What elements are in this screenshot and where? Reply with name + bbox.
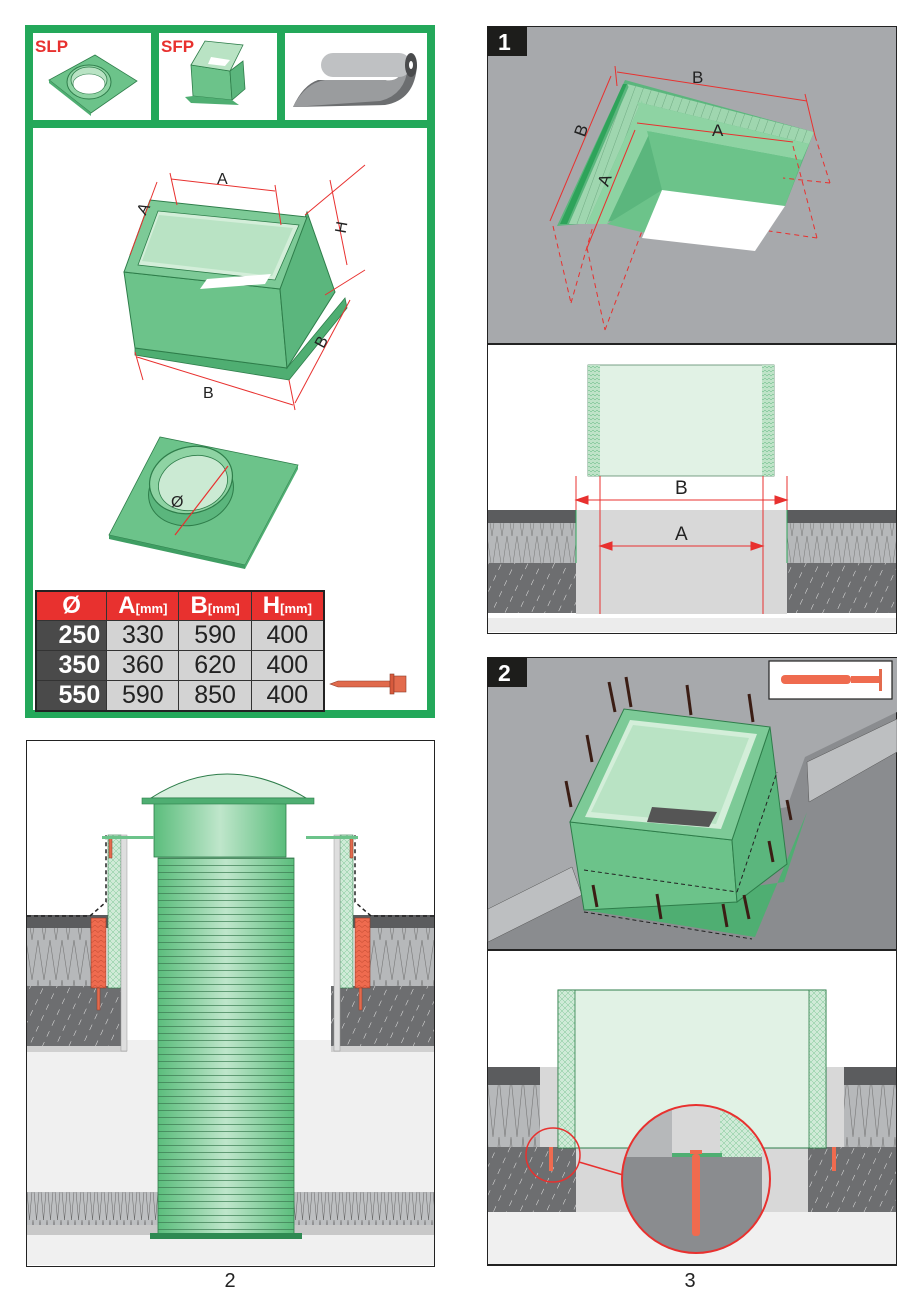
page-number-left: 2: [224, 1270, 236, 1292]
dowel-glyph: [781, 669, 882, 691]
cell-diameter: 250: [35, 620, 108, 651]
dim-H: H: [333, 220, 352, 234]
sfp-label: SFP: [161, 37, 194, 56]
slp-dimensioned-drawing: Ø: [108, 436, 299, 569]
cell-diameter: 350: [35, 650, 108, 681]
table-row: 550 590 850 400: [35, 680, 325, 712]
header-diameter: Ø: [35, 590, 108, 621]
page-number-right: 3: [684, 1270, 696, 1292]
table-row: 250 330 590 400: [35, 620, 325, 651]
step1-label-inner-top: A: [712, 121, 724, 140]
step1-number: 1: [498, 29, 511, 55]
cell-H: 400: [250, 650, 325, 681]
header-B: B[mm]: [178, 590, 252, 621]
step2-graphic: 2: [487, 657, 897, 1266]
detail-callout-large: [621, 1104, 771, 1254]
step2-badge: [487, 657, 527, 687]
step1-graphic: B B A A 1: [487, 26, 897, 634]
step1-badge: [487, 26, 527, 56]
dim-B-front: B: [203, 385, 214, 402]
step1-section-label-B: B: [675, 478, 688, 499]
step1-panel: B B A A 1: [487, 26, 897, 634]
table-header-row: Ø A[mm] B[mm] H[mm]: [35, 590, 325, 621]
step2-panel: 2: [487, 657, 897, 1267]
cell-H: 400: [250, 620, 325, 651]
cell-B: 620: [178, 650, 252, 681]
sfp-dimensioned-drawing: A A H B B: [123, 164, 366, 411]
cell-H: 400: [250, 680, 325, 712]
cell-B: 850: [178, 680, 252, 712]
header-H: H[mm]: [250, 590, 325, 621]
cell-A: 330: [106, 620, 180, 651]
tube-section-graphic: [26, 740, 435, 1267]
table-row: 350 360 620 400: [35, 650, 325, 681]
cell-A: 360: [106, 650, 180, 681]
step1-section-label-A: A: [675, 524, 688, 545]
self-drilling-screw-icon: [329, 673, 407, 695]
cell-B: 590: [178, 620, 252, 651]
step1-label-outer-top: B: [692, 68, 703, 87]
dimension-table: Ø A[mm] B[mm] H[mm] 250 330 590 400 350 …: [35, 590, 325, 712]
header-A: A[mm]: [106, 590, 180, 621]
cell-A: 590: [106, 680, 180, 712]
tube-section-panel: [26, 740, 435, 1267]
step2-number: 2: [498, 660, 511, 686]
membrane-roll-icon: [293, 53, 417, 107]
cell-diameter: 550: [35, 680, 108, 712]
slp-label: SLP: [35, 37, 68, 56]
slp-collar-flange-icon: [48, 54, 138, 116]
dim-A-top: A: [217, 171, 228, 188]
dim-diameter: Ø: [171, 494, 183, 511]
detail-callout-small: [525, 1127, 581, 1183]
sfp-square-frame-icon: [185, 40, 246, 105]
